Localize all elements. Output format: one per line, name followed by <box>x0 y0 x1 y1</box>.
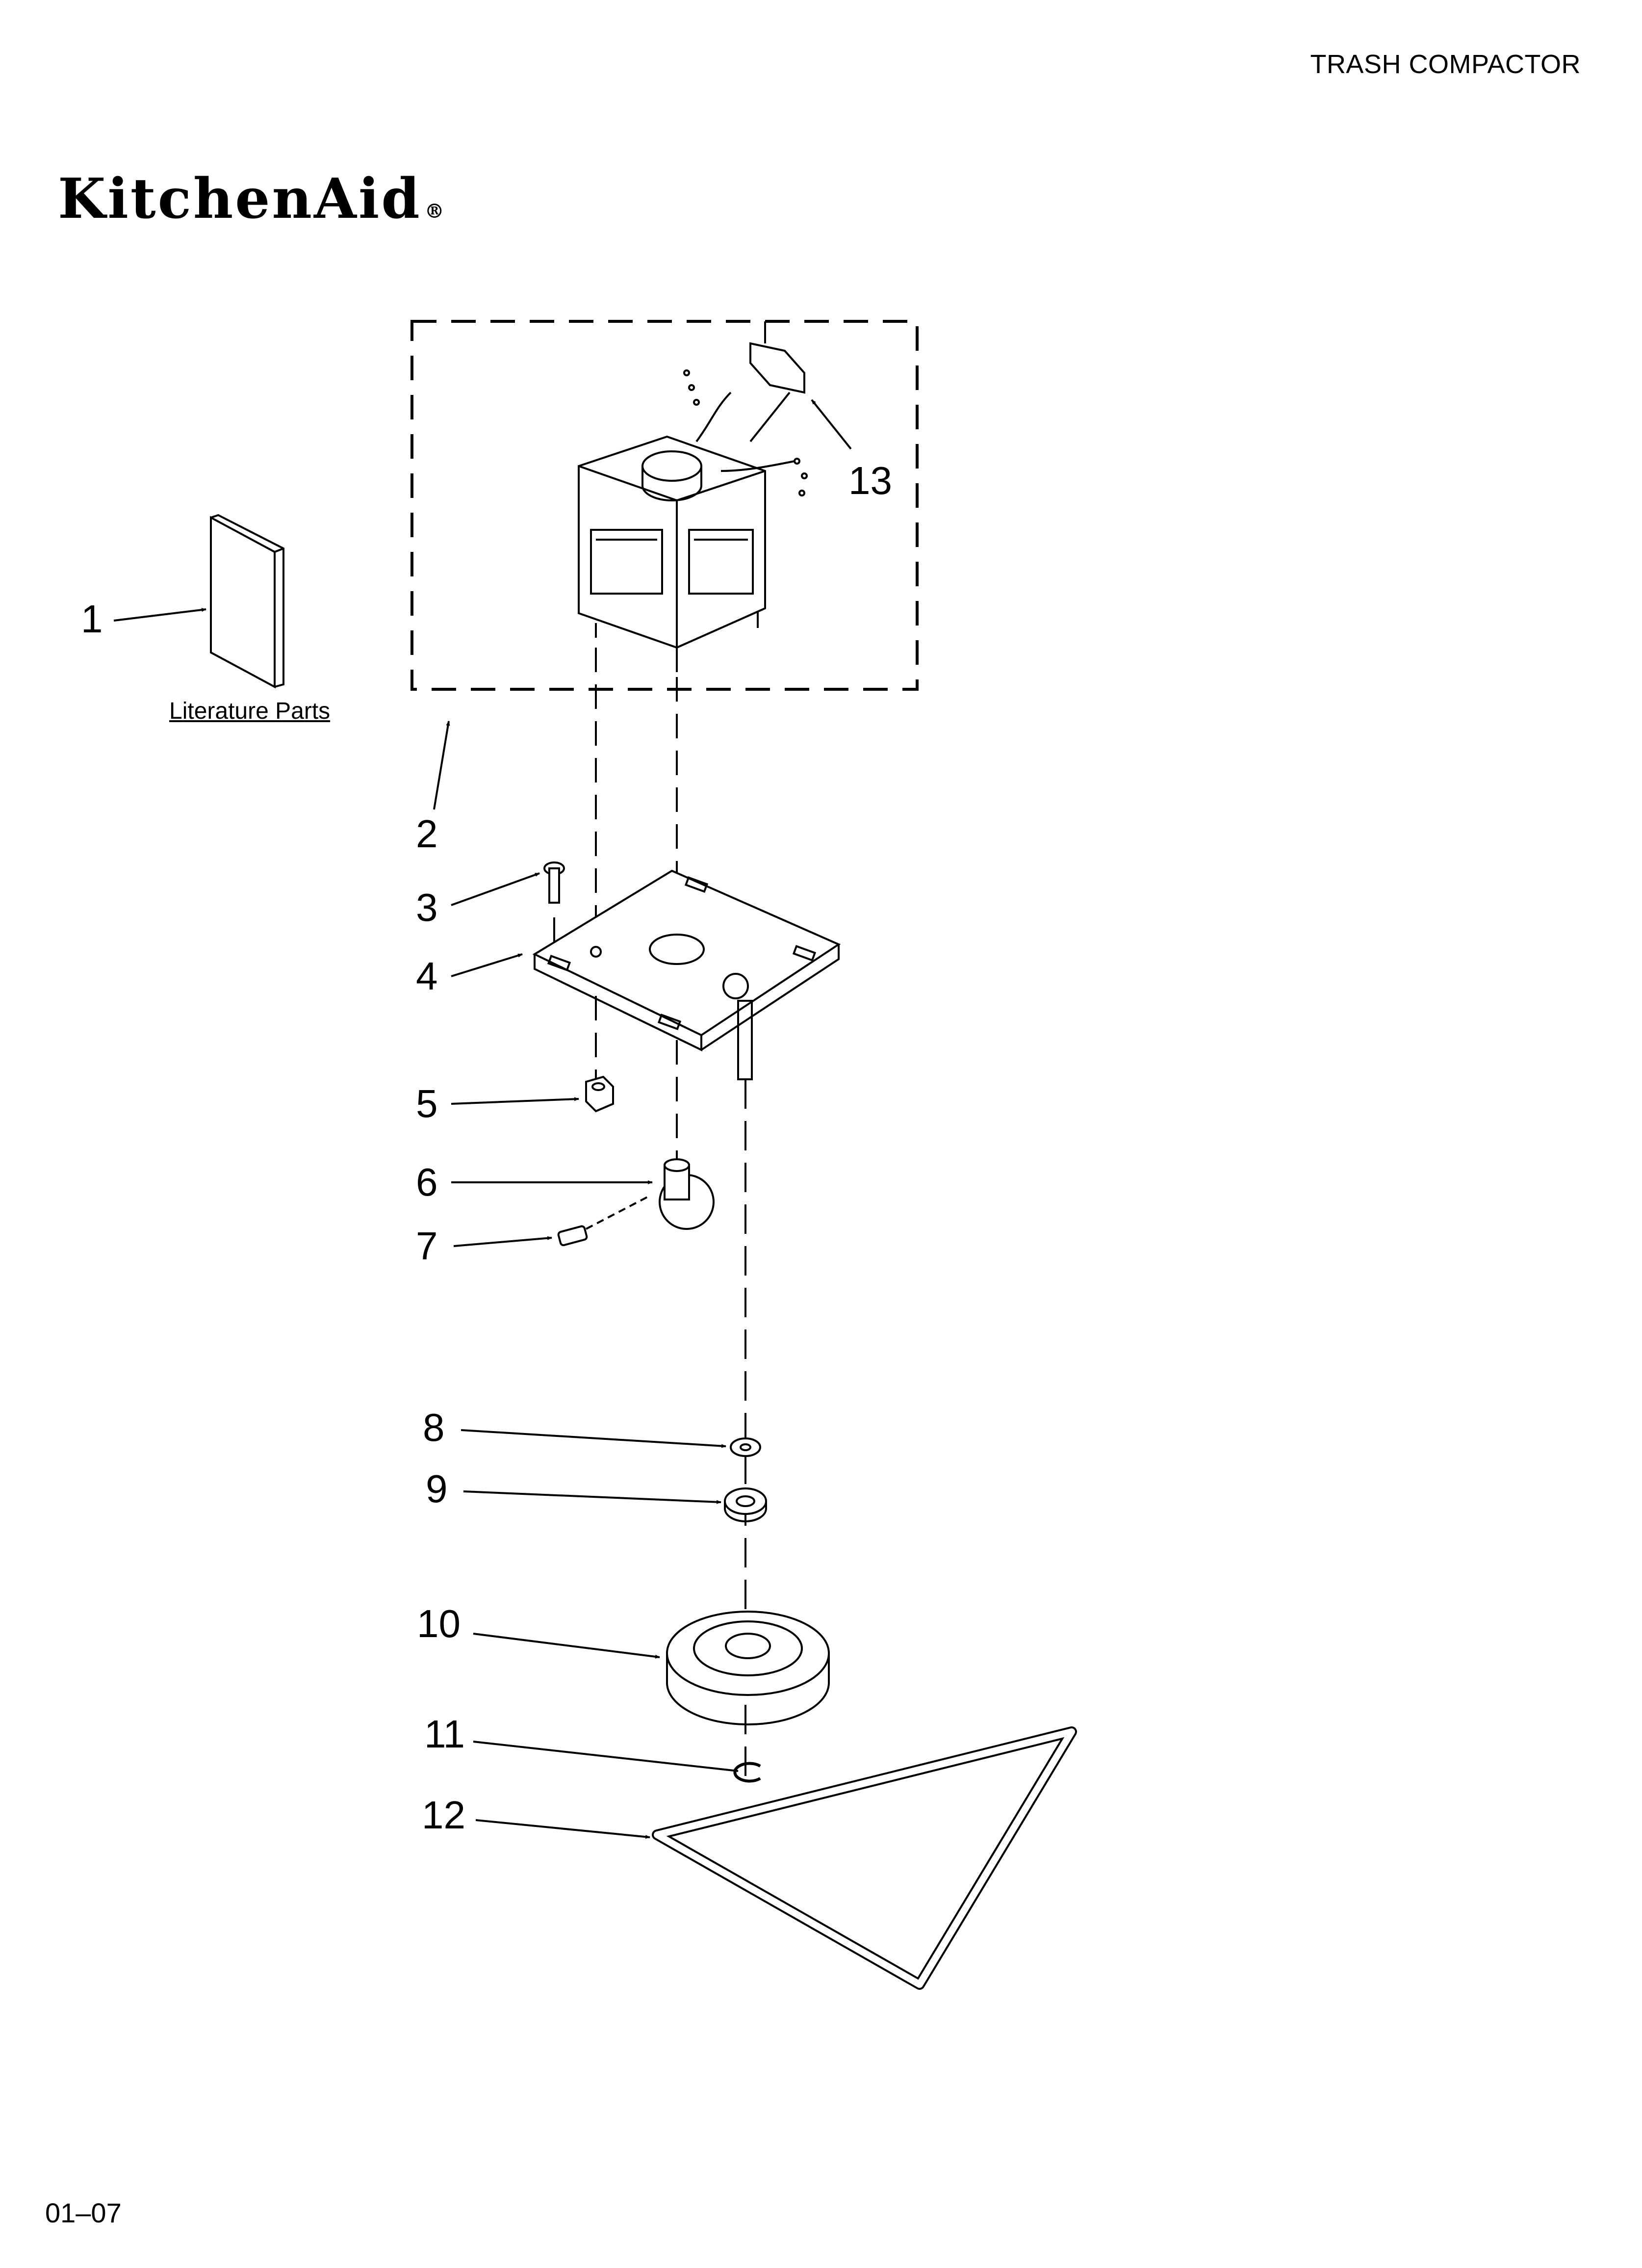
registered-mark: ® <box>424 200 446 223</box>
callout-2: 2 <box>416 812 438 856</box>
literature-parts-label: Literature Parts <box>169 698 331 724</box>
callout-5: 5 <box>416 1082 438 1125</box>
callout-13: 13 <box>848 459 892 502</box>
callout-11: 11 <box>424 1712 465 1756</box>
callout-3: 3 <box>416 886 438 929</box>
brand-logo: KitchenAid® <box>58 167 446 231</box>
callout-8: 8 <box>423 1406 445 1449</box>
callout-9: 9 <box>426 1467 448 1511</box>
drive-chain <box>652 1726 1077 1990</box>
page-category-label: TRASH COMPACTOR <box>1310 50 1581 79</box>
motor <box>578 369 808 672</box>
set-screw <box>557 1196 648 1247</box>
washer-small <box>730 1437 761 1457</box>
callout-10: 10 <box>417 1602 461 1645</box>
washer-large <box>724 1487 767 1522</box>
sprocket <box>666 1611 830 1725</box>
footer-code: 01–07 <box>45 2197 122 2228</box>
motor-assembly-box <box>410 320 919 691</box>
motor-switch <box>749 321 805 443</box>
screw <box>543 861 565 904</box>
callout-1: 1 <box>81 597 103 641</box>
literature-booklet <box>210 514 284 689</box>
mounting-plate <box>532 869 841 1080</box>
callout-12: 12 <box>422 1793 465 1837</box>
leader-lines <box>113 399 852 1839</box>
brand-wordmark: KitchenAid <box>58 167 422 231</box>
callout-6: 6 <box>416 1160 438 1204</box>
retaining-ring <box>733 1762 761 1783</box>
callout-7: 7 <box>416 1224 438 1268</box>
callout-4: 4 <box>416 954 438 998</box>
pinion-gear <box>659 1158 715 1230</box>
nut <box>585 1075 614 1113</box>
